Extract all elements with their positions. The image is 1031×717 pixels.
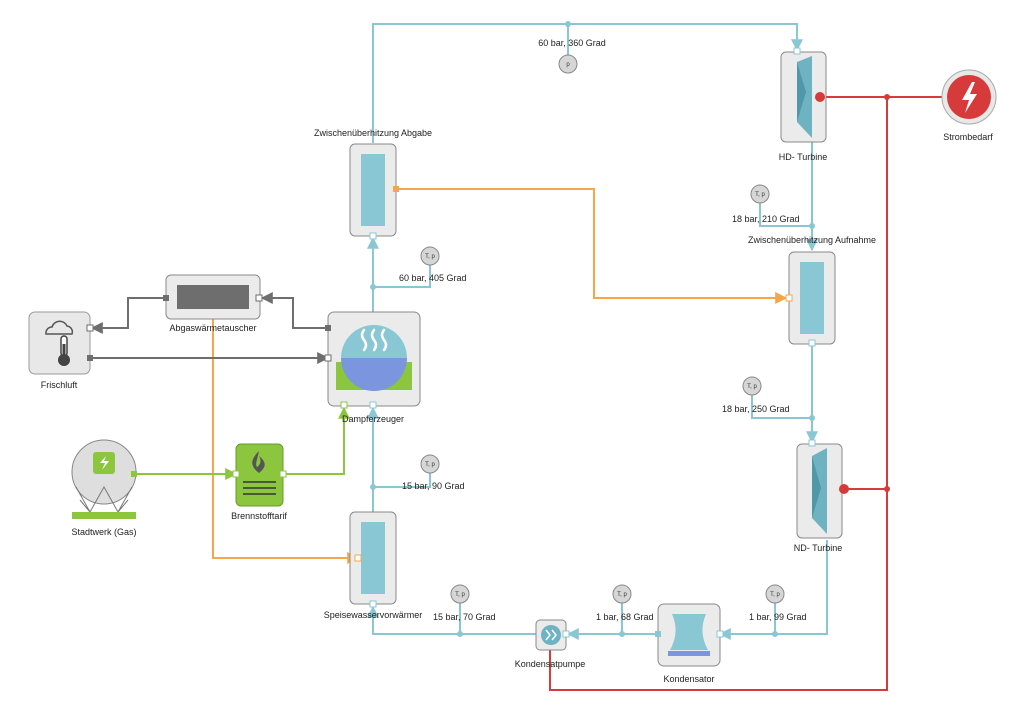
pipe-abgas-to-vorwaermer[interactable] bbox=[212, 296, 360, 564]
sensor-3-value: 18 bar, 250 Grad bbox=[722, 404, 790, 414]
pipe-s2-branch bbox=[759, 200, 812, 227]
zue-aufnahme-label: Zwischenüberhitzung Aufnahme bbox=[748, 235, 876, 245]
frischluft[interactable] bbox=[28, 311, 94, 375]
gas-flame-icon bbox=[100, 456, 109, 470]
sensor-4[interactable]: T, p bbox=[420, 454, 440, 474]
abgaswaermetauscher-label: Abgaswärmetauscher bbox=[169, 323, 256, 333]
zue-abgabe-label: Zwischenüberhitzung Abgabe bbox=[314, 128, 432, 138]
speisewasservorwaermer-label: Speisewasservorwärmer bbox=[324, 610, 423, 620]
strombedarf-label: Strombedarf bbox=[943, 132, 993, 142]
sensor-1-value: 60 bar, 405 Grad bbox=[399, 273, 467, 283]
pipe-tarif-to-dampferzeuger[interactable] bbox=[283, 406, 350, 475]
brennstofftarif[interactable] bbox=[232, 443, 287, 507]
sensor-top-tag: p bbox=[566, 62, 570, 68]
sensor-2-value: 18 bar, 210 Grad bbox=[732, 214, 800, 224]
brennstofftarif-label: Brennstofftarif bbox=[231, 511, 287, 521]
lightning-icon bbox=[962, 82, 977, 113]
sensor-5-value: 15 bar, 70 Grad bbox=[433, 612, 496, 622]
sensor-7[interactable]: T, p bbox=[765, 584, 785, 604]
stadtwerk[interactable] bbox=[71, 439, 137, 519]
wire-bus[interactable] bbox=[549, 97, 888, 691]
sensor-4-tag: T, p bbox=[425, 462, 435, 468]
sensor-5[interactable]: T, p bbox=[450, 584, 470, 604]
pipe-s3-branch bbox=[751, 393, 812, 419]
sensor-2[interactable]: T, p bbox=[750, 184, 770, 204]
dampferzeuger-label: Dampferzeuger bbox=[342, 414, 404, 424]
stadtwerk-label: Stadtwerk (Gas) bbox=[71, 527, 136, 537]
nd-turbine-label: ND- Turbine bbox=[794, 543, 843, 553]
sensor-6[interactable]: T, p bbox=[612, 584, 632, 604]
nd-turbine[interactable] bbox=[796, 439, 849, 539]
steam-icon bbox=[360, 328, 388, 352]
kondensator[interactable] bbox=[655, 603, 724, 667]
pipe-steam-to-hd[interactable] bbox=[372, 23, 803, 143]
flame-icon bbox=[252, 451, 265, 473]
hd-turbine[interactable] bbox=[780, 47, 827, 143]
kondensatpumpe[interactable] bbox=[535, 619, 570, 651]
pipe-abgas-to-frischluft[interactable] bbox=[90, 297, 166, 334]
junctions bbox=[370, 21, 890, 637]
sensor-3[interactable]: T, p bbox=[742, 376, 762, 396]
sensor-6-value: 1 bar, 68 Grad bbox=[596, 612, 654, 622]
sensor-7-value: 1 bar, 99 Grad bbox=[749, 612, 807, 622]
dampferzeuger[interactable] bbox=[324, 311, 421, 409]
sensor-1-tag: T, p bbox=[425, 254, 435, 260]
sensor-5-tag: T, p bbox=[455, 592, 465, 598]
sensor-7-tag: T, p bbox=[770, 592, 780, 598]
kondensatpumpe-label: Kondensatpumpe bbox=[515, 659, 586, 669]
strombedarf[interactable] bbox=[941, 69, 997, 125]
sensor-1[interactable]: T, p bbox=[420, 246, 440, 266]
kondensator-label: Kondensator bbox=[663, 674, 714, 684]
thermometer-icon bbox=[58, 335, 70, 366]
pipe-s1-branch bbox=[373, 264, 431, 288]
sensor-2-tag: T, p bbox=[755, 192, 765, 198]
frischluft-label: Frischluft bbox=[41, 380, 78, 390]
pipe-reheat-transfer[interactable] bbox=[368, 188, 788, 304]
cooling-tower-icon bbox=[670, 614, 708, 650]
pipe-nd-to-kondensator[interactable] bbox=[718, 540, 828, 640]
cloud-icon bbox=[45, 320, 74, 335]
zue-aufnahme[interactable] bbox=[785, 251, 836, 347]
sensor-top[interactable]: p bbox=[558, 54, 578, 74]
zue-abgabe[interactable] bbox=[349, 143, 399, 240]
pipe-pumpe-to-vorwaermer[interactable] bbox=[367, 605, 536, 635]
water-lines bbox=[367, 23, 828, 640]
pump-icon bbox=[545, 629, 557, 641]
air-lines bbox=[90, 292, 330, 364]
power-lines bbox=[549, 96, 944, 691]
fuel-lines bbox=[134, 406, 350, 480]
sensor-4-value: 15 bar, 90 Grad bbox=[402, 481, 465, 491]
sensor-6-tag: T, p bbox=[617, 592, 627, 598]
abgaswaermetauscher[interactable] bbox=[163, 274, 263, 320]
pipe-s4-branch bbox=[373, 472, 431, 488]
speisewasservorwaermer[interactable] bbox=[349, 511, 397, 608]
pipe-dampferzeuger-to-abgas[interactable] bbox=[260, 292, 328, 329]
hd-turbine-label: HD- Turbine bbox=[779, 152, 828, 162]
hot-lines bbox=[212, 188, 788, 564]
sensor-3-tag: T, p bbox=[747, 384, 757, 390]
sensor-top-value: 60 bar, 360 Grad bbox=[538, 38, 606, 48]
